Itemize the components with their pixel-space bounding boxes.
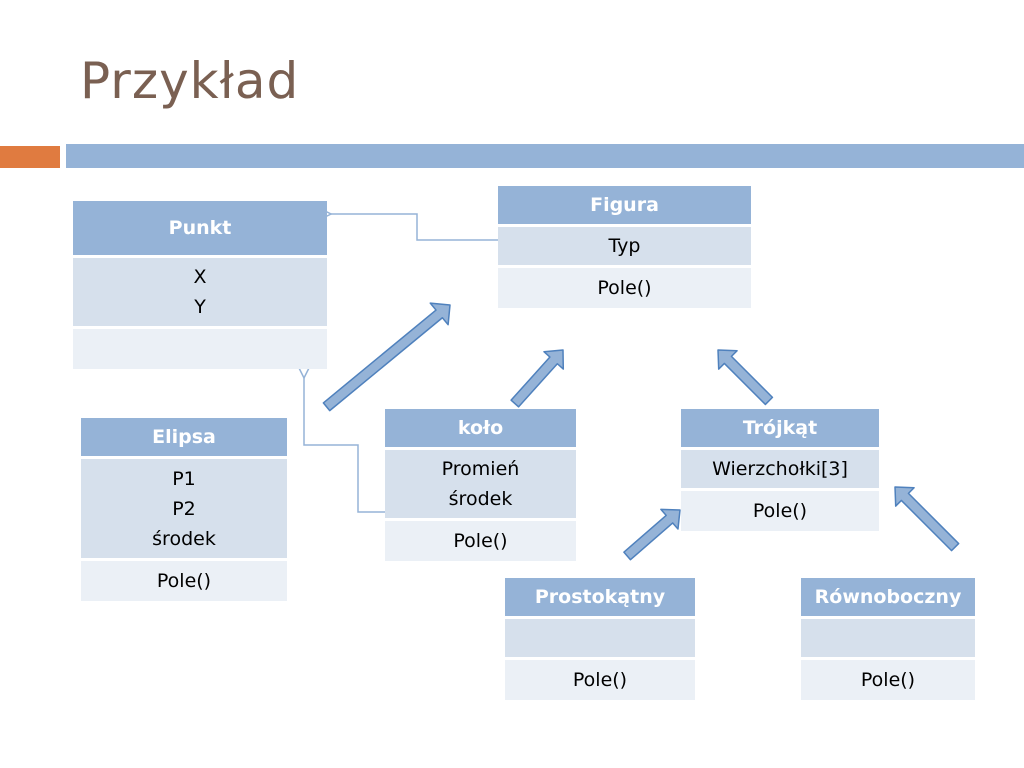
connector-kolo-punkt: [304, 378, 393, 513]
class-punkt-attributes: X Y: [73, 258, 327, 326]
class-trojkat-attributes: Wierzchołki[3]: [681, 450, 879, 488]
class-punkt-name-text: Punkt: [168, 217, 232, 239]
class-prostokatny-name-text: Prostokątny: [534, 586, 666, 608]
class-punkt: Punkt X Y: [73, 201, 327, 372]
arrow-rownoboczny-trojkat: [894, 486, 960, 552]
attribute: środek: [448, 488, 513, 510]
class-punkt-name: Punkt: [73, 201, 327, 255]
class-rownoboczny-name: Równoboczny: [801, 578, 975, 616]
class-rownoboczny-name-text: Równoboczny: [814, 586, 962, 608]
class-kolo-name: koło: [385, 409, 576, 447]
method: Pole(): [860, 669, 916, 691]
attribute: P1: [172, 467, 196, 490]
class-prostokatny-attributes: [505, 619, 695, 657]
slide-title: Przykład: [80, 52, 300, 110]
class-prostokatny-name: Prostokątny: [505, 578, 695, 616]
connector-figura-punkt: [331, 214, 505, 241]
class-elipsa-name-text: Elipsa: [152, 426, 216, 448]
attribute: Y: [194, 296, 206, 318]
method: Pole(): [752, 500, 808, 522]
attribute: Promień: [441, 458, 520, 480]
class-kolo-attributes: Promień środek: [385, 450, 576, 518]
class-rownoboczny-attributes: [801, 619, 975, 657]
class-prostokatny-methods: Pole(): [505, 660, 695, 700]
arrow-elipsa-figura: [322, 302, 451, 412]
method: Pole(): [597, 277, 652, 299]
attribute: Wierzchołki[3]: [712, 458, 848, 480]
class-trojkat: Trójkąt Wierzchołki[3] Pole(): [681, 409, 879, 534]
method: Pole(): [572, 669, 628, 691]
class-kolo: koło Promień środek Pole(): [385, 409, 576, 564]
arrow-kolo-figura: [510, 349, 565, 408]
attribute: X: [193, 266, 207, 288]
class-figura: Figura Typ Pole(): [498, 186, 751, 311]
arrow-trojkat-figura: [717, 349, 774, 406]
class-rownoboczny-methods: Pole(): [801, 660, 975, 700]
class-trojkat-name: Trójkąt: [681, 409, 879, 447]
method: Pole(): [156, 570, 212, 592]
attribute: P2: [172, 497, 196, 520]
class-elipsa-name: Elipsa: [81, 418, 287, 456]
method: Pole(): [453, 530, 508, 552]
class-figura-methods: Pole(): [498, 268, 751, 308]
class-figura-attributes: Typ: [498, 227, 751, 265]
class-prostokatny: Prostokątny Pole(): [505, 578, 695, 703]
arrow-prostokatny-trojkat: [623, 508, 681, 561]
class-trojkat-name-text: Trójkąt: [742, 417, 818, 439]
class-trojkat-methods: Pole(): [681, 491, 879, 531]
attribute: środek: [152, 527, 216, 550]
accent-bar-blue: [66, 144, 1024, 168]
class-elipsa-methods: Pole(): [81, 561, 287, 601]
attribute: Typ: [608, 235, 641, 257]
class-figura-name: Figura: [498, 186, 751, 224]
class-rownoboczny: Równoboczny Pole(): [801, 578, 975, 703]
class-elipsa: Elipsa P1 P2 środek Pole(): [81, 418, 287, 604]
class-kolo-name-text: koło: [457, 417, 504, 439]
class-elipsa-attributes: P1 P2 środek: [81, 459, 287, 558]
class-kolo-methods: Pole(): [385, 521, 576, 561]
accent-bar-orange: [0, 146, 60, 168]
class-figura-name-text: Figura: [590, 194, 659, 216]
class-punkt-methods: [73, 329, 327, 369]
